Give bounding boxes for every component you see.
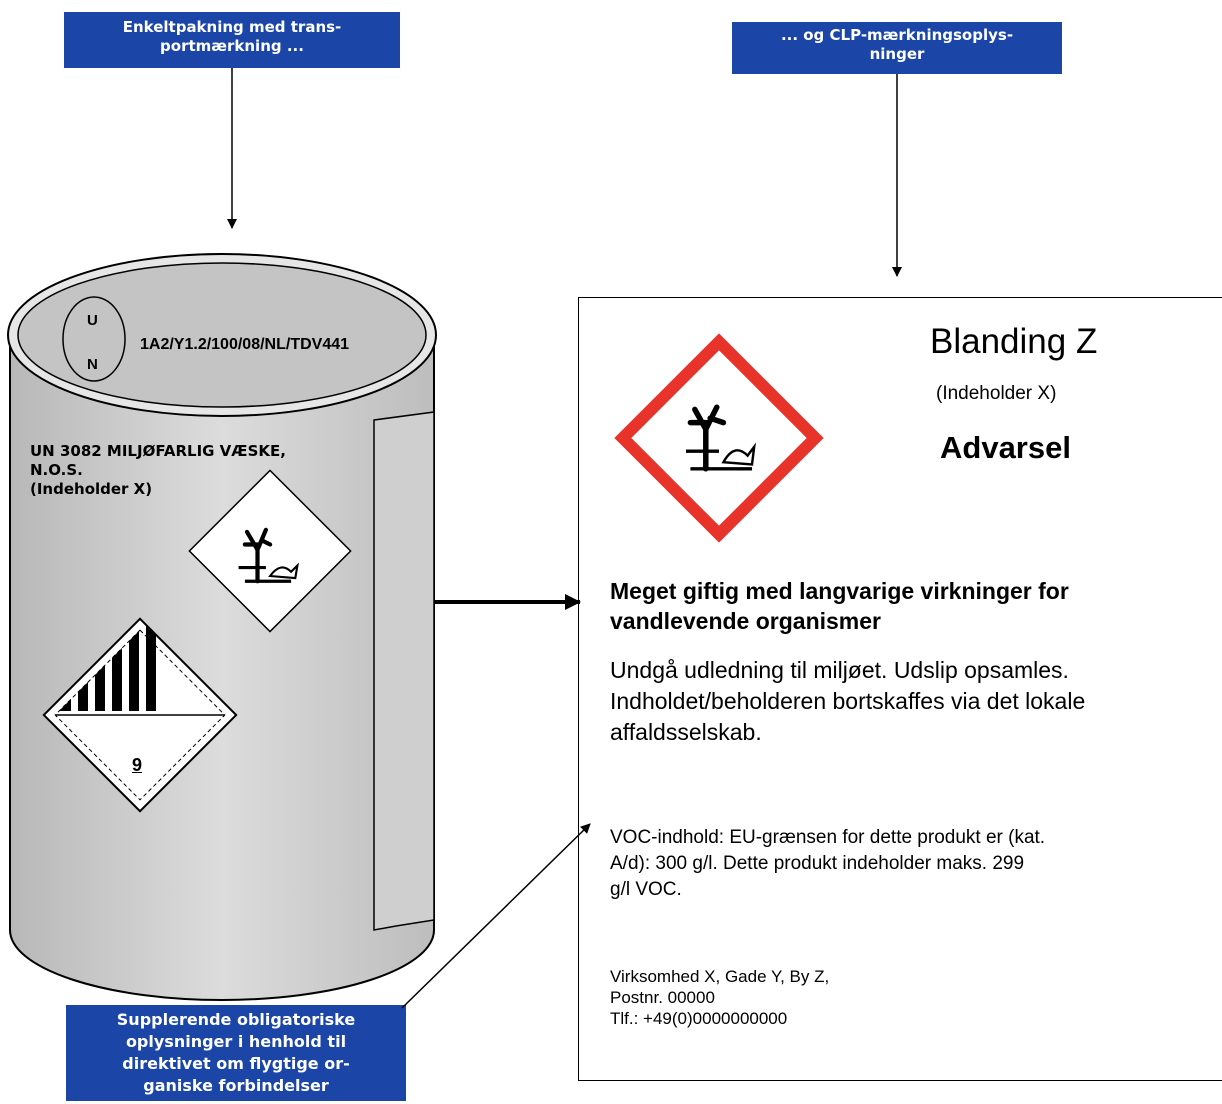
voc-line: g/l VOC.: [610, 879, 682, 900]
callout-line: Supplerende obligatoriske: [116, 1010, 356, 1029]
callout-line: ... og CLP-mærkningsoplys-: [780, 26, 1014, 44]
black-stripes-icon: [59, 626, 156, 711]
drum: [7, 253, 437, 1001]
drum-body: [9, 339, 435, 1001]
shipping-name-line: UN 3082 MILJØFARLIG VÆSKE,: [30, 442, 286, 460]
shipping-name-line: N.O.S.: [30, 461, 83, 479]
callout-line: Enkeltpakning med trans-: [122, 18, 342, 36]
supplier-info: Virksomhed X, Gade Y, By Z, Postnr. 0000…: [610, 966, 829, 1029]
callout-voc-directive: Supplerende obligatoriske oplysninger i …: [66, 1005, 406, 1101]
supplier-line: Virksomhed X, Gade Y, By Z,: [610, 967, 830, 986]
clp-label: [578, 297, 1222, 1081]
un-symbol-circle: [62, 296, 126, 382]
callout-line: ganiske forbindelser: [143, 1076, 329, 1095]
un-symbol-top: U: [87, 312, 98, 329]
voc-line: VOC-indhold: EU-grænsen for dette produk…: [610, 827, 1046, 848]
callout-transport-marking: Enkeltpakning med trans- portmærkning ..…: [64, 12, 400, 68]
ghs-environment-pictogram: [614, 333, 824, 543]
callout-clp-info: ... og CLP-mærkningsoplys- ninger: [732, 22, 1062, 74]
signal-word: Advarsel: [940, 430, 1071, 465]
product-contains: (Indeholder X): [936, 383, 1057, 404]
dead-tree-fish-icon: [685, 404, 756, 472]
supplier-line: Tlf.: +49(0)0000000000: [610, 1009, 788, 1028]
hazard-statement: Meget giftig med langvarige virkninger f…: [610, 576, 1069, 636]
class-number: 9: [132, 755, 143, 775]
supplier-line: Postnr. 00000: [610, 988, 715, 1007]
drum-lid: [17, 262, 427, 408]
product-name: Blanding Z: [930, 322, 1098, 361]
dead-tree-fish-icon: [238, 527, 299, 584]
callout-line: portmærkning ...: [160, 37, 304, 55]
class-9-hazard-diamond: [42, 617, 238, 813]
callout-line: oplysninger i henhold til: [125, 1032, 347, 1051]
environment-hazard-diamond: [188, 469, 352, 633]
shipping-name: UN 3082 MILJØFARLIG VÆSKE, N.O.S. (Indeh…: [30, 442, 286, 499]
shipping-name-line: (Indeholder X): [30, 480, 153, 498]
voc-content: VOC-indhold: EU-grænsen for dette produk…: [610, 825, 1045, 903]
precautionary-statements: Undgå udledning til miljøet. Udslip opsa…: [610, 655, 1085, 748]
hazard-line: vandlevende organismer: [610, 608, 881, 634]
arrow-voc-callout: [401, 823, 591, 1009]
voc-line: A/d): 300 g/l. Dette produkt indeholder …: [610, 853, 1025, 874]
callout-line: ninger: [869, 45, 925, 63]
precaution-line: Undgå udledning til miljøet. Udslip opsa…: [610, 657, 1069, 683]
drum-side-label-panel: [373, 411, 435, 931]
precaution-line: affaldsselskab.: [610, 719, 762, 745]
hazard-line: Meget giftig med langvarige virkninger f…: [610, 578, 1069, 604]
precaution-line: Indholdet/beholderen bortskaffes via det…: [610, 688, 1086, 714]
packaging-code: 1A2/Y1.2/100/08/NL/TDV441: [140, 336, 350, 353]
un-symbol-bottom: N: [87, 356, 98, 373]
callout-line: direktivet om flygtige or-: [122, 1054, 350, 1073]
